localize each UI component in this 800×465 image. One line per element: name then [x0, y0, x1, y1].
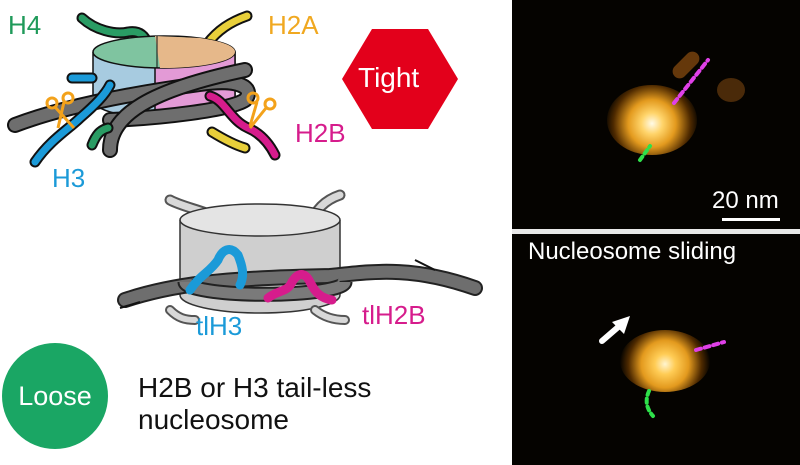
scale-bar-label: 20 nm: [712, 187, 779, 214]
nucleosome-blob-top: [607, 85, 697, 155]
afm-panel-column: 20 nm Nucleosome sliding: [510, 0, 800, 465]
label-tlh3: tlH3: [196, 311, 243, 341]
nucleosome-blob-bottom: [620, 330, 710, 392]
afm-annotations-bottom: [599, 316, 726, 418]
sliding-title: Nucleosome sliding: [528, 238, 737, 265]
debris-spot: [717, 78, 745, 102]
caption: H2B or H3 tail-less nucleosome: [138, 372, 371, 436]
schematic-panel: H4 H2A H3 H2B Tight tlH3 tlH2B Loose H2B…: [2, 10, 483, 449]
tight-nucleosome-illustration: [7, 10, 281, 168]
caption-line-2: nucleosome: [138, 404, 289, 435]
label-tlh2b: tlH2B: [362, 300, 426, 330]
afm-image-bottom: Nucleosome sliding: [512, 234, 800, 465]
label-h4: H4: [8, 10, 42, 40]
tight-badge: [342, 29, 458, 129]
tight-badge-label: Tight: [358, 62, 420, 93]
afm-annotations-top: [638, 58, 780, 221]
loose-nucleosome-illustration: [117, 189, 483, 325]
loose-badge: Loose: [2, 343, 108, 449]
panel-divider: [512, 229, 800, 234]
loose-badge-label: Loose: [18, 381, 92, 411]
label-h2b: H2B: [295, 118, 346, 148]
arrow-icon: [612, 316, 630, 334]
caption-line-1: H2B or H3 tail-less: [138, 372, 372, 403]
label-h3: H3: [52, 163, 86, 193]
afm-image-top: 20 nm: [512, 0, 800, 229]
label-h2a: H2A: [268, 10, 319, 40]
